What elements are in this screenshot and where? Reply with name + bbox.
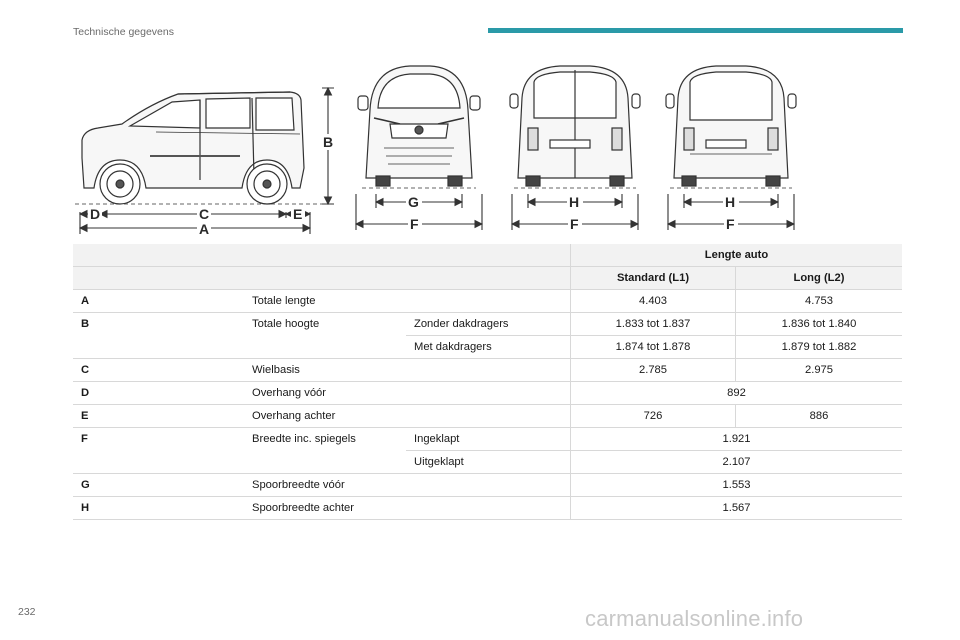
dim-label-F-rear1: F	[570, 216, 579, 232]
value-long: 1.836 tot 1.840	[735, 312, 902, 336]
side-view	[75, 91, 322, 205]
dim-label-E: E	[293, 206, 302, 222]
value-long: 886	[735, 404, 902, 428]
table-row: C Wielbasis 2.785 2.975	[73, 358, 902, 382]
rear-view-tailgate	[665, 65, 797, 189]
group-header: Lengte auto	[570, 244, 902, 267]
row-label: Breedte inc. spiegels	[252, 433, 356, 446]
row-sublabel: Uitgeklapt	[406, 450, 571, 474]
row-code: C	[73, 358, 244, 382]
row-sublabel: Ingeklapt	[406, 427, 571, 451]
row-code: H	[73, 496, 244, 520]
value-both: 1.567	[570, 496, 902, 520]
dim-label-F-front: F	[410, 216, 419, 232]
value-both: 1.553	[570, 473, 902, 497]
table-row: D Overhang vóór 892	[73, 381, 902, 405]
table-row: A Totale lengte 4.403 4.753	[73, 289, 902, 313]
value-both: 2.107	[570, 450, 902, 474]
value-standard: 4.403	[570, 289, 736, 313]
section-title: Technische gegevens	[73, 26, 174, 38]
value-standard: 726	[570, 404, 736, 428]
dimensions-table: Lengte auto Standard (L1) Long (L2) A To…	[73, 244, 902, 520]
row-label: Wielbasis	[244, 358, 571, 382]
page-number: 232	[18, 606, 36, 618]
value-standard: 1.874 tot 1.878	[570, 335, 736, 359]
dim-label-G: G	[408, 194, 419, 210]
row-code: D	[73, 381, 244, 405]
table-row: H Spoorbreedte achter 1.567	[73, 496, 902, 520]
row-code: E	[73, 404, 244, 428]
rear-view-doors	[509, 65, 641, 189]
table-header-row: Standard (L1) Long (L2)	[73, 266, 902, 290]
table-row: G Spoorbreedte vóór 1.553	[73, 473, 902, 497]
row-code: F	[81, 433, 88, 446]
table-header-row: Lengte auto	[73, 244, 902, 267]
dim-label-H-rear1: H	[569, 194, 579, 210]
vehicle-dimensions-figure: B D C E A G F	[60, 48, 920, 238]
table-row: Met dakdragers 1.874 tot 1.878 1.879 tot…	[73, 335, 902, 359]
dim-label-C: C	[199, 206, 209, 222]
column-header-long: Long (L2)	[735, 266, 902, 290]
watermark: carmanualsonline.info	[585, 606, 804, 631]
value-standard: 1.833 tot 1.837	[570, 312, 736, 336]
header-accent-bar	[488, 28, 903, 33]
row-label: Overhang achter	[244, 404, 571, 428]
dim-label-D: D	[90, 206, 100, 222]
table-row: B Totale hoogte Zonder dakdragers 1.833 …	[73, 312, 902, 336]
column-header-standard: Standard (L1)	[570, 266, 736, 290]
row-sublabel: Zonder dakdragers	[406, 312, 571, 336]
front-view	[357, 65, 481, 189]
dim-label-A: A	[199, 221, 209, 237]
row-label: Spoorbreedte achter	[244, 496, 571, 520]
row-sublabel: Met dakdragers	[406, 335, 571, 359]
table-row: Uitgeklapt 2.107	[73, 450, 902, 474]
row-label: Spoorbreedte vóór	[244, 473, 571, 497]
row-label: Totale hoogte	[252, 318, 320, 331]
table-row: E Overhang achter 726 886	[73, 404, 902, 428]
row-code: A	[73, 289, 244, 313]
value-both: 1.921	[570, 427, 902, 451]
value-long: 2.975	[735, 358, 902, 382]
dim-label-H-rear2: H	[725, 194, 735, 210]
value-long: 4.753	[735, 289, 902, 313]
row-label: Totale lengte	[244, 289, 571, 313]
table-row: F Breedte inc. spiegels Ingeklapt 1.921	[73, 427, 902, 451]
row-code: B	[81, 318, 90, 331]
row-label: Overhang vóór	[244, 381, 571, 405]
dim-label-F-rear2: F	[726, 216, 735, 232]
value-both: 892	[570, 381, 902, 405]
dim-label-B: B	[323, 134, 333, 150]
value-standard: 2.785	[570, 358, 736, 382]
row-code: G	[73, 473, 244, 497]
value-long: 1.879 tot 1.882	[735, 335, 902, 359]
